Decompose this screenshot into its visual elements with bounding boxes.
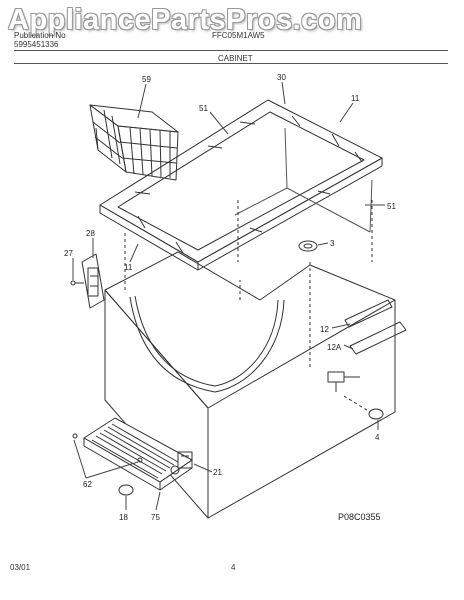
watermark-logo: AppliancePartsPros.com: [8, 4, 363, 36]
callout-12a: 12A: [327, 343, 342, 352]
callout-30: 30: [277, 73, 286, 82]
publication-label: Publication No: [14, 31, 66, 40]
publication-number: 5995451336: [14, 40, 59, 49]
leader-lines: [72, 81, 385, 511]
callout-11-top: 11: [351, 94, 360, 103]
callout-59: 59: [142, 75, 151, 84]
header-rule-bottom: [14, 63, 448, 64]
callout-51-right: 51: [387, 202, 396, 211]
callout-62: 62: [83, 480, 92, 489]
footer-page-number: 4: [231, 563, 236, 572]
callout-12: 12: [320, 325, 329, 334]
footer-date: 03/01: [10, 563, 31, 572]
callout-11-left: 11: [124, 263, 133, 272]
basket-part: [89, 104, 179, 181]
louver-grille-part: [72, 417, 193, 496]
hinge-part: [70, 253, 105, 309]
callout-21: 21: [213, 468, 222, 477]
liner-part: [234, 127, 373, 233]
figure-code: P08C0355: [338, 512, 381, 522]
callout-4: 4: [375, 433, 380, 442]
callout-3: 3: [330, 239, 335, 248]
callout-75: 75: [151, 513, 160, 522]
model-number: FFC05M1AW5: [212, 31, 265, 40]
header-rule: [14, 50, 448, 51]
lid-frame-part: [99, 99, 383, 271]
callout-18: 18: [119, 513, 128, 522]
section-title: CABINET: [218, 54, 253, 63]
callout-27: 27: [64, 249, 73, 258]
callout-28: 28: [86, 229, 95, 238]
callout-51-top: 51: [199, 104, 208, 113]
drain-part: [298, 240, 384, 420]
